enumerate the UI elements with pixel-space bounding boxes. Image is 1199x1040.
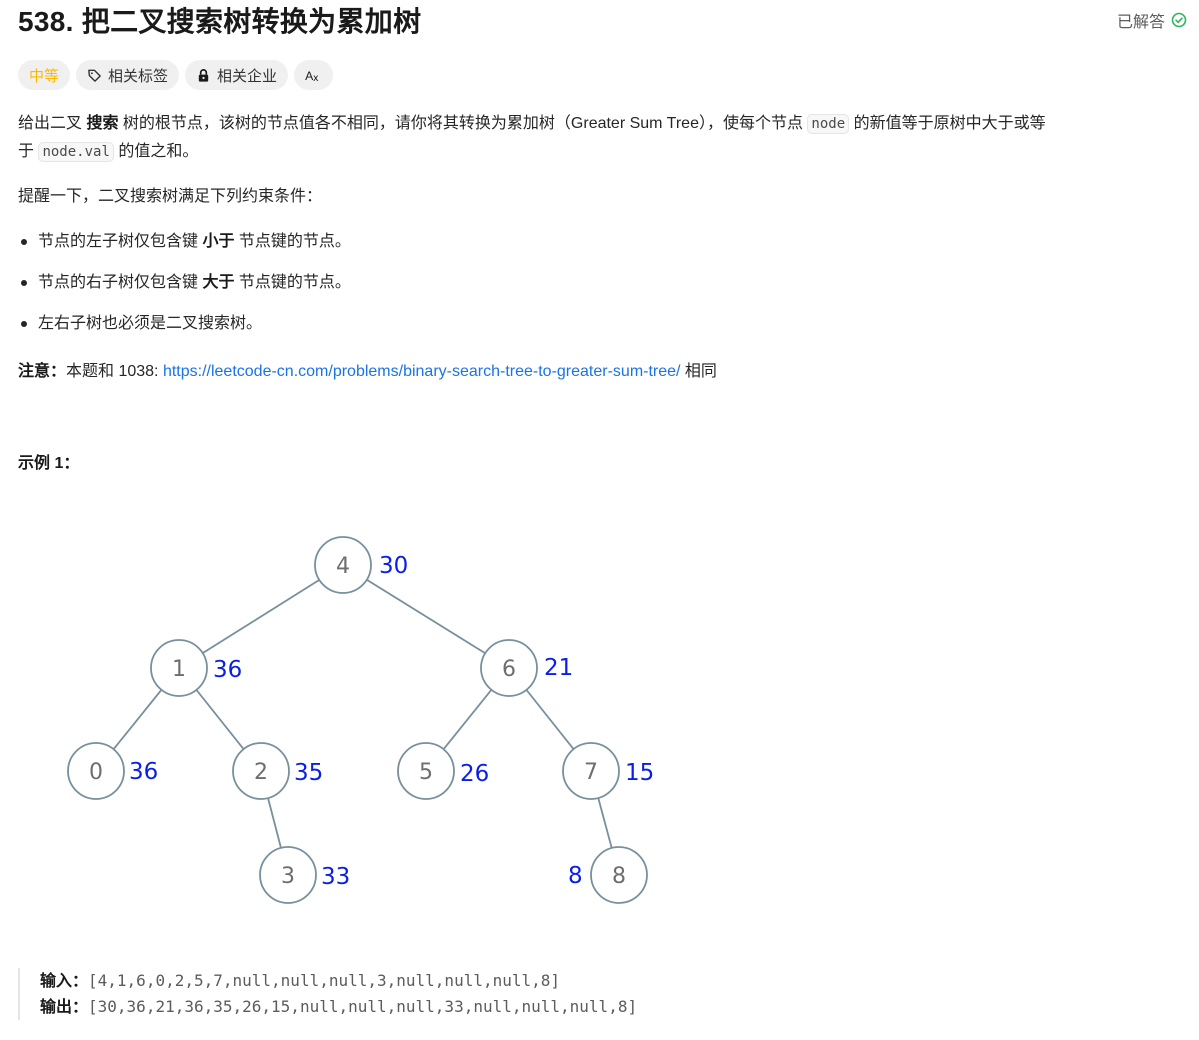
constraint-item: 节点的左子树仅包含键 小于 节点键的节点。: [18, 228, 351, 269]
tree-node-6: [480, 639, 538, 697]
svg-text:30: 30: [379, 553, 408, 579]
tree-node-5: [397, 742, 455, 800]
example-input-row: 输入：[4,1,6,0,2,5,7,null,null,null,3,null,…: [40, 968, 637, 994]
svg-text:36: 36: [213, 657, 242, 683]
difficulty-label: 中等: [29, 67, 60, 85]
related-companies-button[interactable]: 相关企业: [185, 60, 289, 90]
translate-button[interactable]: A x: [294, 60, 334, 90]
tree-node-8: [590, 846, 648, 904]
constraint-list: 节点的左子树仅包含键 小于 节点键的节点。 节点的右子树仅包含键 大于 节点键的…: [18, 228, 351, 351]
svg-text:15: 15: [625, 760, 654, 786]
tag-icon: [88, 69, 101, 82]
tree-node-1: [150, 639, 208, 697]
lock-icon: [198, 68, 209, 82]
svg-text:8: 8: [612, 864, 626, 889]
svg-text:1: 1: [172, 657, 186, 682]
input-value: [4,1,6,0,2,5,7,null,null,null,3,null,nul…: [88, 971, 561, 990]
text: 的值之和。: [113, 143, 199, 160]
solved-label: 已解答: [1116, 14, 1165, 31]
svg-text:4: 4: [336, 554, 350, 579]
check-circle-icon: [1171, 12, 1187, 28]
output-value: [30,36,21,36,35,26,15,null,null,null,33,…: [88, 997, 638, 1016]
example-output-row: 输出：[30,36,21,36,35,26,15,null,null,null,…: [40, 994, 637, 1020]
related-tags-button[interactable]: 相关标签: [76, 60, 180, 90]
note-label: 注意：: [18, 363, 67, 380]
problem-title: 538. 把二叉搜索树转换为累加树: [18, 6, 422, 37]
constraint-item: 节点的右子树仅包含键 大于 节点键的节点。: [18, 269, 351, 310]
tree-node-0: [67, 742, 125, 800]
tree-edges: [95, 564, 620, 876]
tree-node-4: [314, 536, 372, 594]
tree-node-values: 4 1 6 0 2 5 7 3 8: [89, 554, 626, 889]
related-tags-label: 相关标签: [108, 67, 169, 85]
example-heading-text: 示例 1：: [18, 455, 80, 472]
svg-text:2: 2: [254, 760, 268, 785]
svg-text:3: 3: [281, 864, 295, 889]
text: 的新值等于原树中大于或等: [849, 115, 1046, 132]
tree-node-7: [562, 742, 620, 800]
tree-node-2: [232, 742, 290, 800]
note-paragraph: 注意：本题和 1038: https://leetcode-cn.com/pro…: [18, 358, 717, 385]
svg-text:8: 8: [568, 863, 583, 889]
text: 树的根节点，该树的节点值各不相同，请你将其转换为累加树（Greater Sum …: [118, 115, 808, 132]
output-label: 输出：: [40, 999, 89, 1016]
tree-node-3: [259, 846, 317, 904]
svg-text:33: 33: [321, 864, 350, 890]
svg-text:7: 7: [584, 760, 598, 785]
translate-icon: A x: [305, 69, 319, 83]
example-heading: 示例 1：: [18, 450, 79, 477]
tree-diagram: 4 1 6 0 2 5 7 3 8 30 36 21 36 35 26 15 3…: [67, 536, 654, 904]
badge-row: 中等 相关标签 相关企业 A x: [18, 60, 334, 90]
description-paragraph: 给出二叉 搜索 树的根节点，该树的节点值各不相同，请你将其转换为累加树（Grea…: [18, 110, 1178, 166]
difficulty-badge[interactable]: 中等: [18, 60, 71, 90]
tree-nodes: [67, 536, 648, 904]
svg-text:A: A: [305, 69, 314, 83]
input-label: 输入：: [40, 973, 89, 990]
svg-text:21: 21: [544, 655, 573, 681]
text: 给出二叉: [18, 115, 87, 132]
svg-text:36: 36: [129, 759, 158, 785]
solved-status: 已解答: [1117, 8, 1187, 32]
svg-text:35: 35: [294, 760, 323, 786]
tree-sum-labels: 30 36 21 36 35 26 15 33 8: [129, 553, 654, 890]
inline-code-node: node: [807, 114, 850, 134]
related-companies-label: 相关企业: [217, 67, 278, 85]
text: 于: [18, 143, 39, 160]
svg-text:6: 6: [502, 657, 516, 682]
note-suffix: 相同: [680, 363, 717, 380]
svg-text:5: 5: [419, 760, 433, 785]
related-problem-link[interactable]: https://leetcode-cn.com/problems/binary-…: [162, 363, 681, 380]
reminder-text: 提醒一下，二叉搜索树满足下列约束条件：: [18, 188, 323, 205]
svg-text:x: x: [313, 73, 319, 83]
svg-text:0: 0: [89, 760, 103, 785]
constraint-item: 左右子树也必须是二叉搜索树。: [18, 310, 351, 351]
svg-text:26: 26: [460, 761, 489, 787]
example-block: 输入：[4,1,6,0,2,5,7,null,null,null,3,null,…: [18, 968, 637, 1020]
bold-text: 搜索: [86, 115, 119, 132]
inline-code-node-val: node.val: [38, 142, 114, 162]
note-text: 本题和 1038:: [66, 363, 163, 380]
